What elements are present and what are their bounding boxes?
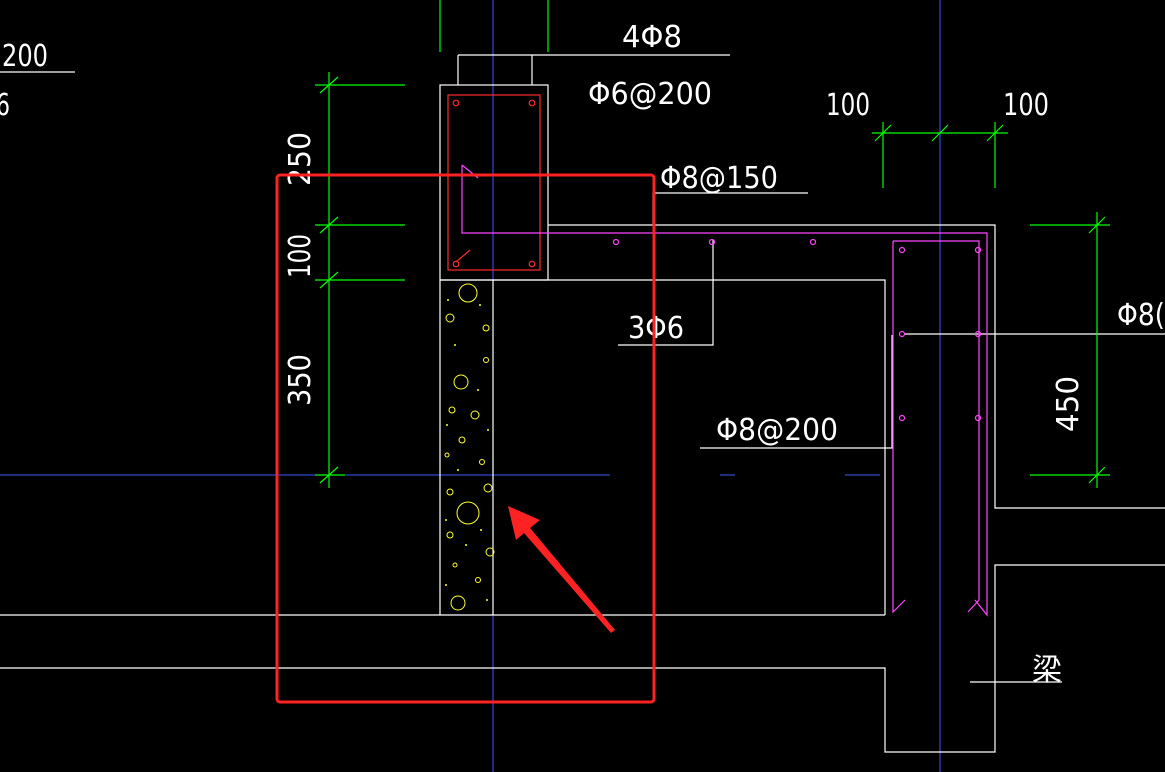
- label-beam-stirrups: Φ6@200: [588, 77, 712, 112]
- label-slab-top-bars: Φ8@150: [660, 161, 778, 196]
- label-right-edge-bars: Φ8(: [1117, 298, 1165, 333]
- pointer-arrow: [508, 506, 615, 633]
- label-top-left-spacing: 200: [2, 39, 48, 74]
- label-top-left-partial: 6: [0, 88, 10, 123]
- slab-rebar: [461, 164, 988, 617]
- wall-concrete-fill: [444, 283, 495, 611]
- structure-outline: [0, 54, 1165, 753]
- label-beam-top-bars: 4Φ8: [622, 20, 682, 55]
- dim-left-100: 100: [283, 234, 318, 278]
- beam-rebar: [447, 94, 541, 271]
- dim-top-right-100-b: 100: [1003, 88, 1049, 123]
- dim-right-450: 450: [1051, 376, 1086, 432]
- axis-lines: [0, 0, 941, 772]
- dim-top-right-100-a: 100: [826, 88, 870, 123]
- dim-left-350: 350: [283, 354, 318, 406]
- label-slab-distribution: 3Φ6: [628, 311, 684, 346]
- dim-left-250: 250: [283, 132, 318, 186]
- label-beam-text: 梁: [1032, 653, 1062, 688]
- highlight-box: [275, 173, 656, 704]
- dimension-lines: [315, 0, 1110, 488]
- wall-fill-dots: [445, 299, 489, 601]
- label-wall-bars: Φ8@200: [716, 413, 838, 448]
